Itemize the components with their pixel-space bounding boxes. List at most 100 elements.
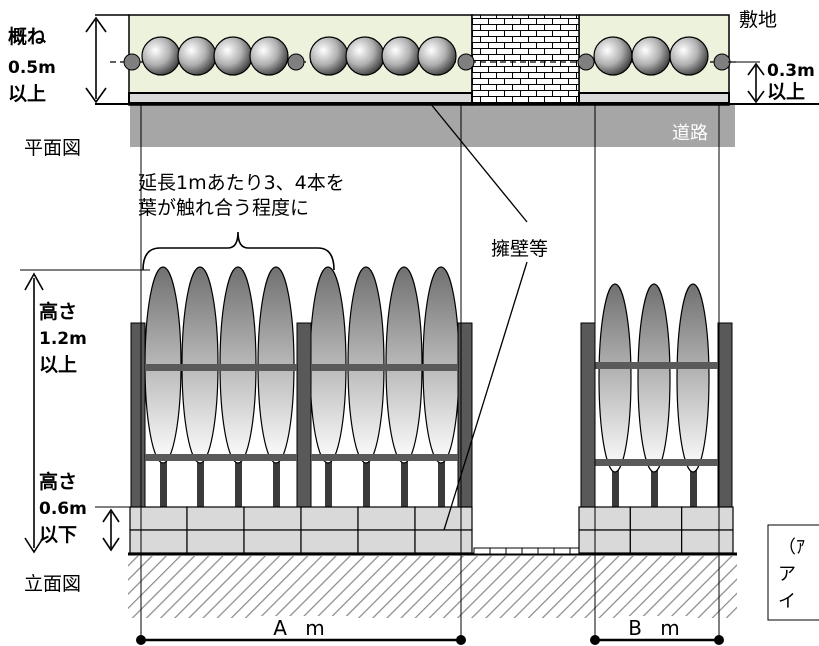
width-a-label-bg [255,616,355,638]
width-a-end-dot [456,635,466,645]
plan-post-dot [123,53,141,71]
height-max-line-2: 0.6m [39,499,87,519]
retaining-block [186,529,245,554]
plan-shrub [177,36,217,76]
height-min-line-2: 1.2m [39,329,87,349]
width-b-label: B m [628,616,686,640]
plan-post-dot [577,53,595,71]
ground-hatch [128,556,737,618]
retaining-block [129,529,188,554]
fence-rail [595,362,718,369]
height-max-arrowhead-top [102,508,120,523]
plan-shrub [669,36,709,76]
plan-shrub [631,36,671,76]
plan-depth-arrowhead-bottom [85,87,107,104]
retaining-block [629,529,683,554]
plan-depth-arrowhead-top [85,16,107,33]
retaining-block [300,529,359,554]
retaining-block [129,506,188,531]
plan-shrub [593,36,633,76]
spacing-note-line-2: 葉が触れ合う程度に [138,197,309,219]
elevation-title: 立面図 [24,573,81,595]
height-max-arrowhead-bottom [102,537,120,552]
retaining-block [578,506,631,531]
leader-line-plan [429,102,528,223]
plan-post-dot [287,53,305,71]
elevation-view: 擁壁等 延長1mあたり3、4本を 葉が触れ合う程度に 高さ 1.2m 以上 高さ… [20,102,737,645]
retaining-block [186,506,245,531]
connector-ticks [489,548,571,554]
tree-crown [598,283,632,473]
depth-right-line-2: 以上 [767,81,805,103]
plan-post-dot [713,53,731,71]
retaining-block [357,529,416,554]
plan-shrub [345,36,385,76]
fence-rail [145,454,297,461]
retaining-wall-label: 擁壁等 [491,238,548,260]
fence-rail [311,454,458,461]
width-b-start-dot [590,635,600,645]
plan-shrub [417,36,457,76]
plan-title: 平面図 [24,137,81,159]
tree-trunk [690,465,697,507]
height-overall-arrowhead-bottom [24,537,44,554]
width-b-end-dot [714,635,724,645]
tree-crown [637,283,671,473]
height-max-line-3: 以下 [39,524,77,546]
fence-post [296,322,312,555]
guide-lines [140,105,720,640]
spacing-note-line-1: 延長1mあたり3、4本を [138,172,345,194]
tree-crown [676,283,710,473]
road [130,103,735,147]
retaining-block [681,506,734,531]
retaining-block [629,506,683,531]
fence-rail [311,364,458,371]
width-a-label: A m [273,616,331,640]
plan-retaining-wall-b [578,92,730,104]
tree-trunk [438,455,445,507]
plan-shrub [249,36,289,76]
road-label: 道路 [672,123,708,144]
depth-left-line-1: 概ね [8,26,46,48]
plan-view: 道路 概ね 0.5m 以上 0.3m 以上 敷地 平面図 [8,9,819,159]
retaining-block [681,529,734,554]
retaining-block [357,506,416,531]
width-a-start-dot [136,635,146,645]
side-note: （ｱ ア イ [767,524,819,621]
depth-left-line-2: 0.5m [8,58,56,78]
retaining-block [243,506,302,531]
brick-wall [471,14,580,106]
plan-shrub [213,36,253,76]
retaining-block [300,506,359,531]
retaining-block [578,529,631,554]
tree-trunk [273,455,280,507]
plan-shrubs [123,36,731,76]
height-max-line-1: 高さ [39,470,77,493]
tree-trunk [401,455,408,507]
tree-trunk [325,455,332,507]
retaining-block [414,529,473,554]
tree-trunk [363,455,370,507]
side-note-line-3: イ [778,591,796,612]
tree-trunk [235,455,242,507]
fence-rail [595,459,718,466]
fence-post [717,322,733,555]
side-note-line-2: ア [778,564,796,585]
depth-left-line-3: 以上 [8,83,46,105]
side-note-box [767,524,819,621]
plan-shrub [141,36,181,76]
retaining-block [414,506,473,531]
height-min-arrowhead [24,272,44,291]
tree-trunk [612,465,619,507]
plan-post-dot [457,53,475,71]
plan-shrub [381,36,421,76]
leader-line-elevation [443,261,528,531]
width-b-label-bg [620,616,696,638]
site-label: 敷地 [739,9,777,31]
tree-trunk [197,455,204,507]
height-min-line-3: 以上 [39,354,77,376]
retaining-block [243,529,302,554]
spacing-brace [142,231,335,271]
